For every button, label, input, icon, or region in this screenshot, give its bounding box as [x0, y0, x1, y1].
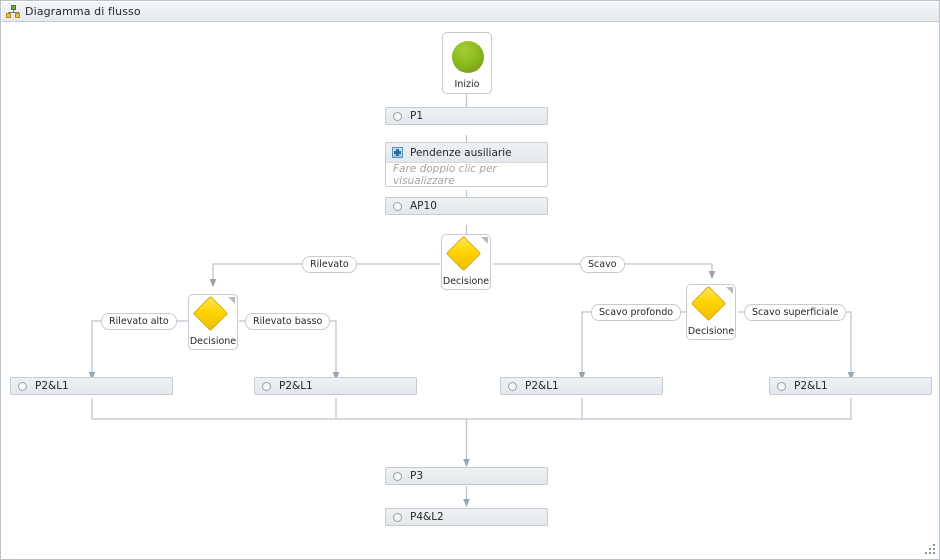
- node-p4l2-label: P4&L2: [410, 511, 444, 523]
- diamond-icon: [445, 235, 482, 272]
- node-p2l1-b-label: P2&L1: [279, 380, 313, 392]
- edge-label-rilevato[interactable]: Rilevato: [302, 256, 357, 273]
- composite-title: Pendenze ausiliarie: [410, 146, 512, 159]
- node-p3-label: P3: [410, 470, 424, 482]
- circle-outline-icon: [777, 381, 786, 391]
- circle-outline-icon: [18, 381, 27, 391]
- composite-hint: Fare doppio clic per visualizzare: [386, 163, 547, 186]
- circle-outline-icon: [393, 111, 402, 121]
- node-p2l1-c[interactable]: P2&L1: [500, 377, 663, 395]
- composite-header: Pendenze ausiliarie: [386, 143, 547, 163]
- node-p2l1-c-label: P2&L1: [525, 380, 559, 392]
- node-ap10-label: AP10: [410, 200, 437, 212]
- window-titlebar: Diagramma di flusso: [2, 2, 939, 22]
- circle-outline-icon: [262, 381, 271, 391]
- diamond-icon: [192, 295, 229, 332]
- edge-label-scavo-profondo[interactable]: Scavo profondo: [591, 304, 682, 321]
- node-p4l2[interactable]: P4&L2: [385, 508, 548, 526]
- node-p2l1-a[interactable]: P2&L1: [10, 377, 173, 395]
- diagram-canvas[interactable]: Inizio P1 Pendenze ausiliarie Fare doppi…: [2, 22, 939, 559]
- start-node-label: Inizio: [454, 79, 480, 90]
- node-p2l1-d-label: P2&L1: [794, 380, 828, 392]
- edge-label-rilevato-basso[interactable]: Rilevato basso: [245, 313, 331, 330]
- node-pendenze-ausiliarie[interactable]: Pendenze ausiliarie Fare doppio clic per…: [385, 142, 548, 187]
- green-circle-icon: [452, 41, 484, 73]
- decision-node-left[interactable]: Decisione: [188, 294, 238, 350]
- edge-label-rilevato-alto[interactable]: Rilevato alto: [101, 313, 177, 330]
- collapse-marker-icon: [228, 297, 235, 304]
- node-p1[interactable]: P1: [385, 107, 548, 125]
- circle-outline-icon: [393, 471, 402, 481]
- window-title: Diagramma di flusso: [25, 5, 141, 18]
- edge-label-scavo-superficiale[interactable]: Scavo superficiale: [744, 304, 847, 321]
- node-p2l1-d[interactable]: P2&L1: [769, 377, 932, 395]
- decision-main-label: Decisione: [442, 276, 490, 287]
- diamond-icon: [690, 285, 727, 322]
- node-p2l1-a-label: P2&L1: [35, 380, 69, 392]
- decision-left-label: Decisione: [189, 336, 237, 347]
- blue-expand-icon: [392, 147, 403, 158]
- node-ap10[interactable]: AP10: [385, 197, 548, 215]
- hierarchy-icon: [6, 5, 20, 18]
- circle-outline-icon: [508, 381, 517, 391]
- decision-node-right[interactable]: Decisione: [686, 284, 736, 340]
- resize-grip-icon[interactable]: [924, 544, 936, 556]
- node-p2l1-b[interactable]: P2&L1: [254, 377, 417, 395]
- edge-label-scavo[interactable]: Scavo: [580, 256, 625, 273]
- node-p3[interactable]: P3: [385, 467, 548, 485]
- collapse-marker-icon: [726, 287, 733, 294]
- circle-outline-icon: [393, 512, 402, 522]
- decision-right-label: Decisione: [687, 326, 735, 337]
- decision-node-main[interactable]: Decisione: [441, 234, 491, 290]
- start-node[interactable]: Inizio: [442, 32, 492, 94]
- node-p1-label: P1: [410, 110, 424, 122]
- circle-outline-icon: [393, 201, 402, 211]
- edge-layer: [88, 94, 855, 508]
- collapse-marker-icon: [481, 237, 488, 244]
